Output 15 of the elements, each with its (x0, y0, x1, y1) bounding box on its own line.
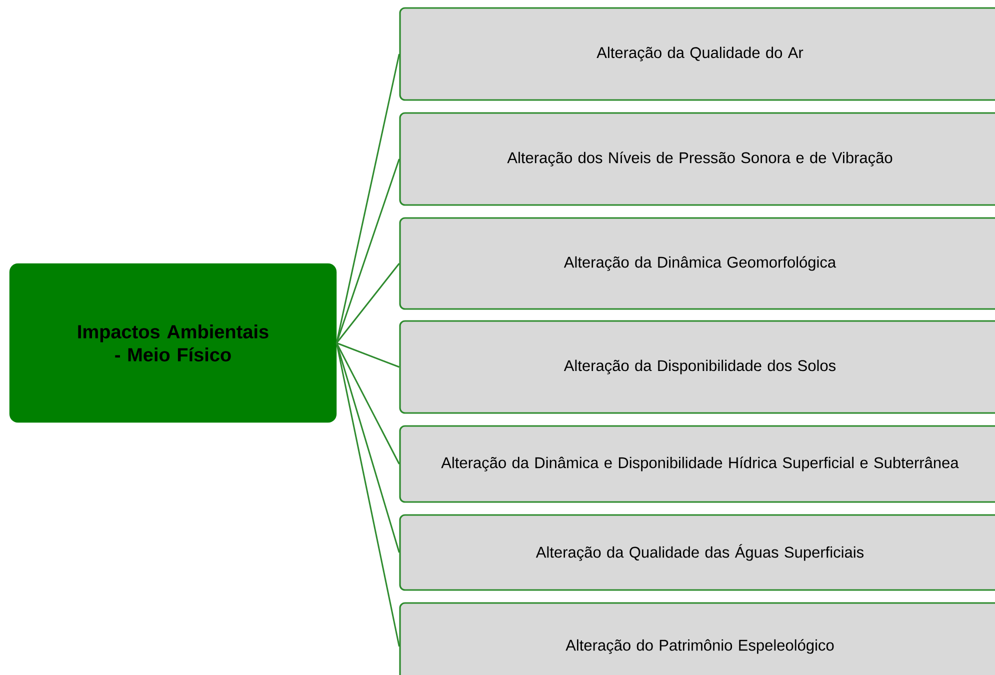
connector-line (336, 342, 400, 647)
connector-line (336, 54, 400, 344)
connector-line (336, 342, 400, 553)
impact-box: Alteração da Disponibilidade dos Solos (399, 320, 995, 414)
impact-box: Alteração dos Níveis de Pressão Sonora e de Vibração (399, 112, 995, 206)
connector-line (336, 342, 400, 368)
impact-box: Alteração do Patrimônio Espeleológico (399, 602, 995, 675)
impact-box: Alteração da Dinâmica Geomorfológica (399, 217, 995, 310)
impact-box: Alteração da Qualidade das Águas Superficiais (399, 514, 995, 591)
topic-box: Impactos Ambientais - Meio Físico (9, 263, 337, 423)
connector-line (336, 342, 400, 464)
impact-box: Alteração da Qualidade do Ar (399, 7, 995, 101)
connector-line (336, 158, 400, 344)
impact-box: Alteração da Dinâmica e Disponibilidade Hídrica Superficial e Subterrânea (399, 425, 995, 503)
connector-line (336, 263, 400, 344)
